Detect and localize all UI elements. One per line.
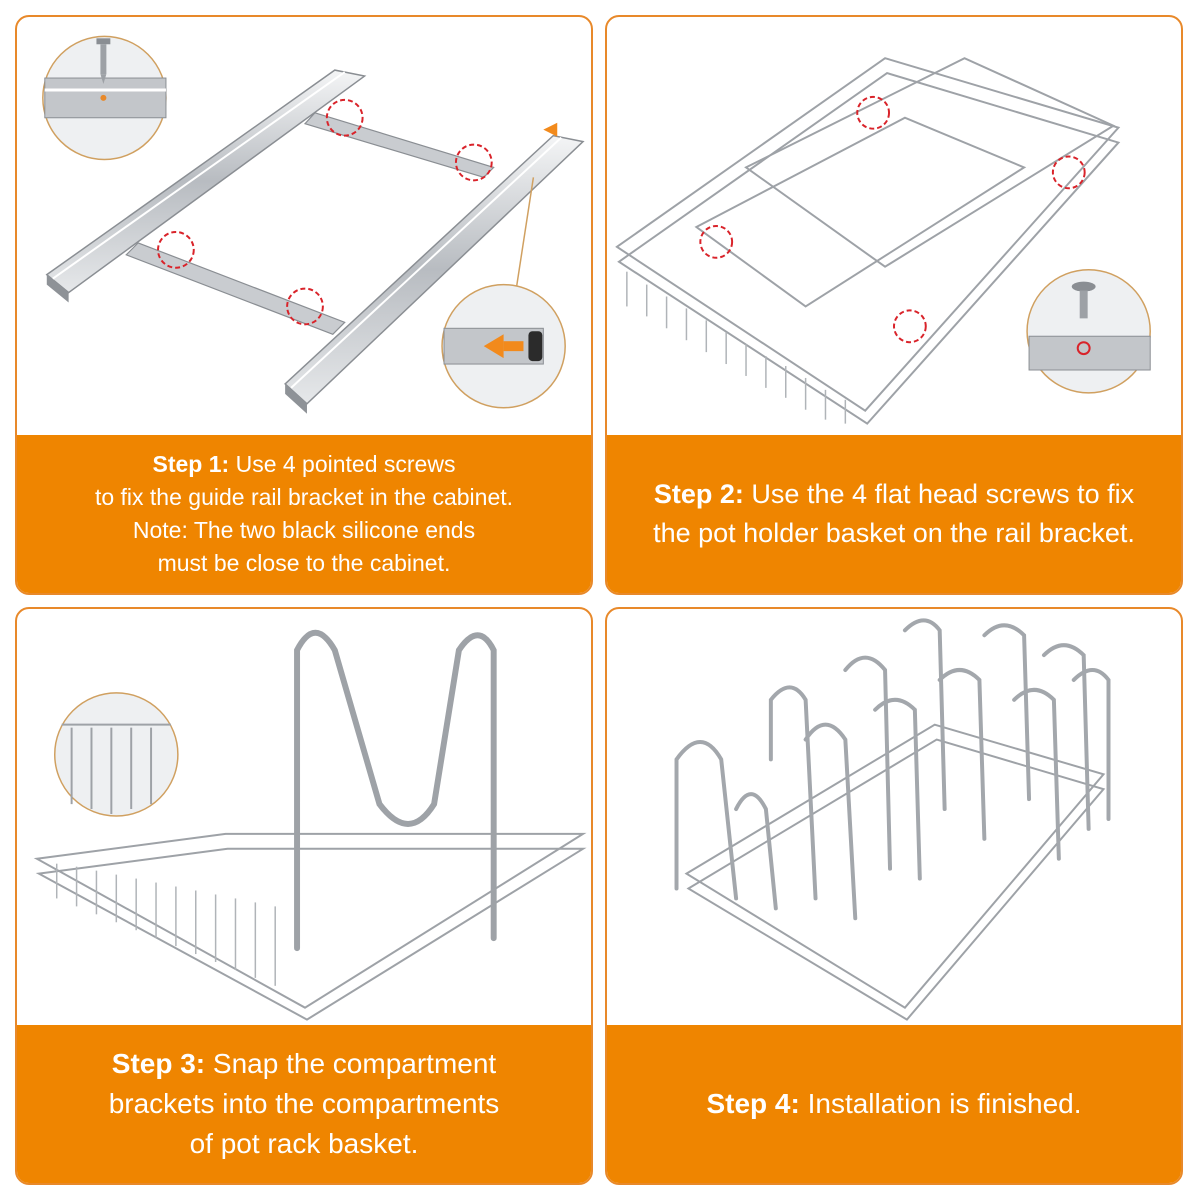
step-4-panel: Step 4: Installation is finished. <box>605 607 1183 1185</box>
screw-detail-inset <box>42 35 167 161</box>
step-1-line-1: Use 4 pointed screws <box>235 451 456 477</box>
screw-marker-8 <box>893 309 927 344</box>
step-3-line-3: of pot rack basket. <box>189 1128 419 1159</box>
right-guide-rail <box>284 134 585 414</box>
step-1-line-3: Note: The two black silicone ends <box>132 517 476 543</box>
step-2-caption: Step 2: Use the 4 flat head screws to fi… <box>607 435 1181 593</box>
silicone-end-inset <box>441 177 566 409</box>
step-2-label: Step 2: <box>653 479 744 509</box>
screw-icon <box>96 38 111 84</box>
finished-rack-illustration <box>674 618 1111 1021</box>
step-1-panel: Step 1: Use 4 pointed screws to fix the … <box>15 15 593 595</box>
screw-marker-2 <box>454 143 493 182</box>
screw-marker-7 <box>699 225 734 259</box>
screw-marker-3 <box>157 230 195 269</box>
step-1-label: Step 1: <box>152 451 230 477</box>
pot-dividers <box>674 618 1111 921</box>
step-4-line-1: Installation is finished. <box>807 1088 1082 1119</box>
bottom-cross-bracket <box>125 242 346 335</box>
step-1-caption: Step 1: Use 4 pointed screws to fix the … <box>17 435 591 593</box>
screw-marker-6 <box>1051 155 1086 190</box>
step-4-label: Step 4: <box>706 1088 800 1119</box>
screw-markers-2 <box>699 95 1086 344</box>
step-3-caption: Step 3: Snap the compartment brackets in… <box>17 1025 591 1183</box>
snap-detail-inset <box>53 692 179 817</box>
finished-wire-basket <box>684 723 1106 1021</box>
top-cross-bracket <box>303 112 495 179</box>
rail-bracket-illustration <box>42 35 585 414</box>
flat-screw-inset <box>1026 268 1151 394</box>
screw-marker-5 <box>856 95 891 130</box>
bracket-wire <box>294 630 497 952</box>
screw-markers <box>157 98 493 326</box>
small-arrow-icon <box>543 122 558 137</box>
step-1-line-4: must be close to the cabinet. <box>157 550 451 576</box>
step-4-caption: Step 4: Installation is finished. <box>607 1025 1181 1183</box>
screw-marker-4 <box>286 287 324 326</box>
left-guide-rail <box>45 69 367 303</box>
basket-wire-bars <box>626 271 847 424</box>
basket-on-rail-illustration <box>615 57 1151 425</box>
arrow-left-icon <box>483 334 504 359</box>
step-1-line-2: to fix the guide rail bracket in the cab… <box>94 484 514 510</box>
screw-marker-1 <box>325 98 364 137</box>
step-2-panel: Step 2: Use the 4 flat head screws to fi… <box>605 15 1183 595</box>
compartment-bracket-illustration <box>33 630 587 1021</box>
flat-head-screw-icon <box>1071 281 1096 319</box>
step-3-line-2: brackets into the compartments <box>108 1088 500 1119</box>
step-3-label: Step 3: <box>111 1048 206 1079</box>
basket-wire-bars-3 <box>55 863 276 986</box>
step-3-panel: Step 3: Snap the compartment brackets in… <box>15 607 593 1185</box>
step-2-line-1: Use the 4 flat head screws to fix <box>751 479 1135 509</box>
step-2-line-2: the pot holder basket on the rail bracke… <box>653 518 1135 548</box>
wire-basket <box>615 57 1121 425</box>
step-3-line-1: Snap the compartment <box>212 1048 497 1079</box>
wire-basket-3 <box>33 832 587 1021</box>
